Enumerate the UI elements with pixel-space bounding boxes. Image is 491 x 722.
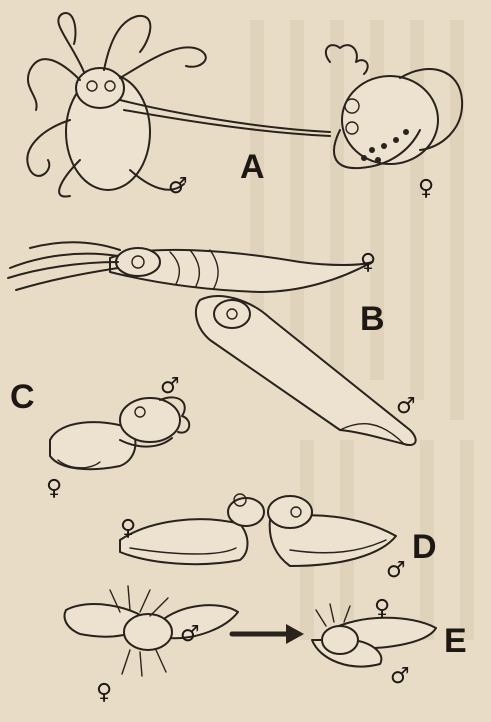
panel-d-pair xyxy=(120,494,396,566)
panel-e-left-pair xyxy=(65,586,238,676)
panel-e-label: E xyxy=(444,624,467,658)
panel-d-label: D xyxy=(412,530,437,564)
panel-e-right-male-symbol: ♂ xyxy=(390,666,410,688)
panel-b-female-squid xyxy=(8,242,372,292)
panel-e-left-female-symbol: ♀ xyxy=(96,682,112,704)
panel-d-male-symbol: ♂ xyxy=(386,560,406,582)
panel-c-label: C xyxy=(10,380,35,414)
panel-c-pair xyxy=(50,397,189,469)
panel-d-female-symbol: ♀ xyxy=(120,518,136,540)
panel-e-arrow xyxy=(232,624,304,644)
panel-a-female-symbol: ♀ xyxy=(418,178,434,200)
panel-a-female-octopus xyxy=(326,45,462,168)
panel-c-female-symbol: ♀ xyxy=(46,478,62,500)
panel-e-right-female-symbol: ♀ xyxy=(374,598,390,620)
panel-b-label: B xyxy=(360,302,385,336)
panel-a-label: A xyxy=(240,150,265,184)
panel-a-male-octopus xyxy=(27,13,330,197)
panel-a-male-symbol: ♂ xyxy=(168,176,188,198)
panel-c-male-symbol: ♂ xyxy=(160,376,180,398)
panel-e-left-male-symbol: ♂ xyxy=(180,624,200,646)
panel-b-male-symbol: ♂ xyxy=(396,396,416,418)
panel-b-female-symbol: ♀ xyxy=(360,252,376,274)
